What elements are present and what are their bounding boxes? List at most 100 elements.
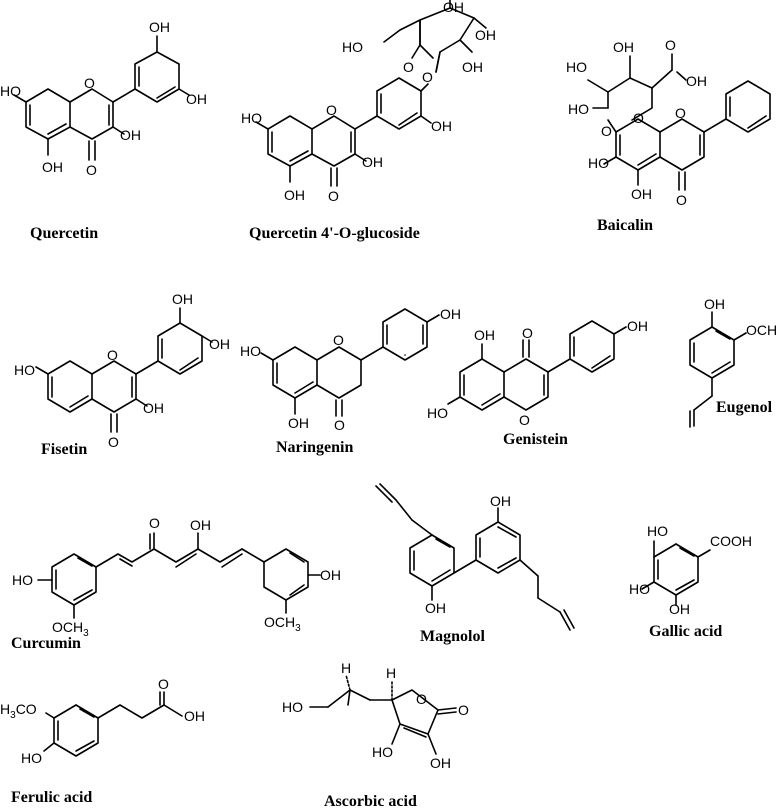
molecule-eugenol: OH OCH Eugenol [689,296,777,428]
gallic-acid-oh-bottom: OH [669,601,690,617]
curcumin-oh-right: OH [320,567,341,583]
quercetin-glucoside-bonds [255,0,487,187]
molecule-baicalin: HO OH O O O O HO OH HO O OH Baicalin [566,37,771,234]
glucoside-sugar-ho-ch2: HO [342,39,363,55]
glucoside-ho-7: HO [241,110,262,126]
genistein-carbonyl-o: O [522,325,533,341]
eugenol-name: Eugenol [716,399,773,416]
molecule-fisetin: HO O O OH OH OH Fisetin [14,291,230,458]
molecule-ascorbic-acid: H H O O HO HO OH Ascorbic acid [282,660,469,808]
ferulic-acid-bonds [43,691,183,757]
glucoside-oh-3p: OH [431,118,452,134]
naringenin-bonds [260,308,440,417]
quercetin-ring-o: O [84,75,95,91]
fisetin-bonds [35,307,213,433]
ferulic-acid-methoxy: H3CO [0,701,37,721]
gallic-acid-cooh: COOH [710,533,752,549]
ascorbic-acid-h-left: H [341,660,351,676]
ascorbic-acid-ring-o: O [416,691,427,707]
ascorbic-acid-carbonyl-o: O [458,702,469,718]
baicalin-ho-left: HO [588,155,609,171]
naringenin-oh-5: OH [288,415,309,431]
quercetin-glucoside-name: Quercetin 4'-O-glucoside [249,225,420,242]
ascorbic-acid-ho-chain: HO [282,699,303,715]
fisetin-oh-3p: OH [172,291,193,307]
magnolol-oh-right: OH [490,493,511,509]
magnolol-bonds [375,483,575,631]
ferulic-acid-h3co: H3CO [0,701,37,721]
baicalin-sugar-ring-o: O [633,110,644,126]
molecule-quercetin-glucoside: HO O OH O OH OH O O OH OH OH HO Querceti… [241,0,496,242]
baicalin-carbonyl-o: O [676,192,687,208]
curcumin-och3-left: OCH3 [52,619,89,639]
ferulic-acid-carbonyl-o: O [158,676,169,692]
gallic-acid-ho-left: HO [629,581,650,597]
genistein-oh-5: OH [474,327,495,343]
fisetin-carbonyl-o: O [108,434,119,450]
curcumin-ho-left: HO [12,572,33,588]
naringenin-ring-o: O [333,332,344,348]
baicalin-name: Baicalin [597,217,653,234]
molecule-ferulic-acid: H3CO HO O OH Ferulic acid [0,676,205,806]
genistein-name: Genistein [503,431,568,448]
baicalin-sugar-ho-lower: HO [568,101,589,117]
molecule-gallic-acid: HO HO OH COOH Gallic acid [629,523,752,640]
naringenin-oh-4p: OH [440,306,461,322]
quercetin-ho-7: HO [0,83,21,99]
fisetin-ring-o: O [107,347,118,363]
fisetin-ho-7: HO [14,362,35,378]
molecule-curcumin: O OH HO OCH3 OH OCH3 Curcumin [11,515,341,652]
gallic-acid-oh-top: HO [647,523,668,539]
glucoside-glycosidic-o: O [422,69,433,85]
glucoside-ring-o: O [326,102,337,118]
ascorbic-acid-name: Ascorbic acid [324,793,417,808]
magnolol-name: Magnolol [420,628,485,645]
baicalin-oh-5: OH [631,186,652,202]
fisetin-oh-4p: OH [209,336,230,352]
ascorbic-acid-ho-ring: HO [372,744,393,760]
quercetin-oh-3: OH [120,127,141,143]
molecule-magnolol: OH OH Magnolol [375,483,575,645]
eugenol-och: OCH [746,322,777,338]
quercetin-oh-4p: OH [186,91,207,107]
quercetin-bonds [13,35,190,161]
quercetin-oh-3p: OH [149,19,170,35]
eugenol-oh: OH [704,296,725,312]
ascorbic-acid-h-right: H [386,665,396,681]
curcumin-enol-oh: OH [190,517,211,533]
baicalin-acid-o: O [665,37,676,53]
baicalin-bonds [587,53,771,191]
genistein-ho-7: HO [427,405,448,421]
curcumin-name: Curcumin [11,635,81,652]
naringenin-ho-7: HO [240,343,261,359]
ferulic-acid-name: Ferulic acid [11,789,92,806]
curcumin-methoxy-left: OCH3 [52,619,89,639]
eugenol-bonds [689,311,747,428]
glucoside-sugar-oh-right: OH [475,27,496,43]
naringenin-carbonyl-o: O [334,417,345,433]
quercetin-oh-5: OH [42,159,63,175]
gallic-acid-name: Gallic acid [649,623,722,640]
quercetin-carbonyl-o: O [86,162,97,178]
ascorbic-acid-bonds [309,674,457,755]
fisetin-oh-3: OH [143,400,164,416]
baicalin-ring-o: O [675,105,686,121]
genistein-oh-4p: OH [627,318,648,334]
ferulic-acid-ho: HO [21,750,42,766]
quercetin-name: Quercetin [30,225,98,242]
baicalin-glycosidic-o: O [601,123,612,139]
baicalin-sugar-oh-top: OH [613,39,634,55]
molecule-genistein: OH O O HO OH Genistein [427,318,648,448]
glucoside-sugar-oh-top: OH [443,0,464,15]
curcumin-ketone-o: O [149,515,160,531]
genistein-bonds [447,320,627,411]
glucoside-oh-5: OH [284,187,305,203]
molecule-quercetin: HO O OH O OH OH OH Quercetin [0,19,207,242]
baicalin-acid-oh: OH [686,73,707,89]
ascorbic-acid-oh-ring: OH [430,755,451,771]
fisetin-name: Fisetin [41,441,87,458]
ferulic-acid-oh: OH [184,708,205,724]
glucoside-carbonyl-o: O [328,188,339,204]
genistein-ring-o: O [519,412,530,428]
